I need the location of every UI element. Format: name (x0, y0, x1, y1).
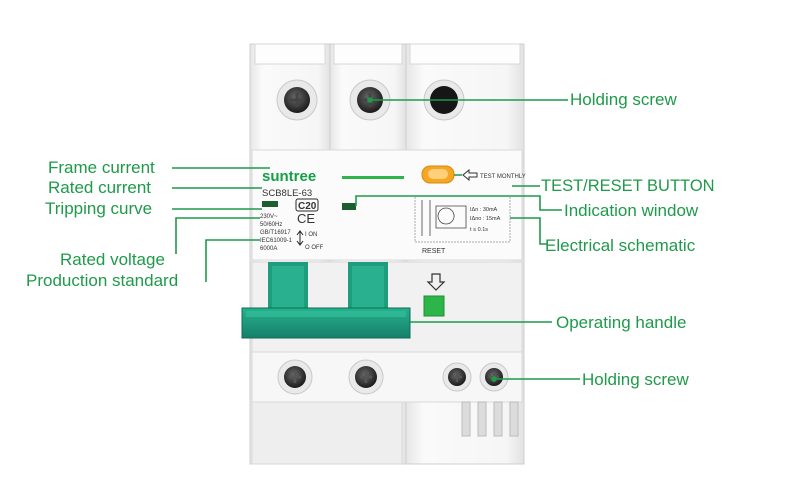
bottom-screw-2 (348, 359, 384, 395)
label-rated-voltage: Rated voltage (60, 250, 165, 269)
on-label: I ON (305, 232, 317, 238)
leader-electrical-schematic (510, 217, 548, 245)
leader-production-standard (205, 239, 260, 282)
label-indication-window: Indication window (564, 201, 699, 220)
schematic-line-1: IΔn : 30mA (470, 207, 498, 213)
down-arrow-icon (426, 273, 446, 291)
green-stripe (342, 176, 404, 179)
test-monthly-text: TEST MONTHLY (480, 174, 526, 180)
top-screw-1 (276, 79, 318, 121)
label-tripping-curve: Tripping curve (45, 199, 153, 218)
leader-lines (172, 97, 580, 382)
reset-label: RESET (422, 248, 446, 255)
ratings-line-3: GB/T16917 (260, 230, 291, 236)
label-test-reset-button: TEST/RESET BUTTON (541, 177, 715, 195)
model-text: SCB8LE-63 (262, 188, 312, 199)
ratings-line-2: 50/60Hz (260, 222, 282, 228)
label-electrical-schematic: Electrical schematic (545, 236, 696, 255)
test-arrow-icon (462, 168, 478, 182)
bottom-screw-1 (277, 359, 313, 395)
brand-text: suntree (262, 168, 316, 185)
label-rated-current: Rated current (48, 178, 151, 197)
rating-box (295, 198, 319, 212)
reset-indicator (423, 295, 445, 317)
label-operating-handle: Operating handle (556, 313, 687, 332)
leader-test-reset (454, 174, 540, 187)
test-reset-button[interactable] (421, 165, 455, 184)
schematic-line-3: t ≤ 0.1s (470, 227, 488, 233)
ratings-block: 230V~ 50/60Hz GB/T16917 IEC61009-1 6000A (260, 214, 293, 252)
ce-mark: CE (297, 211, 315, 226)
left-indication-window (342, 203, 356, 210)
leader-indication-window (355, 195, 562, 211)
tripping-curve-mark (262, 201, 278, 207)
label-holding-screw-bottom: Holding screw (582, 370, 689, 389)
ratings-line-5: 6000A (260, 246, 277, 252)
schematic-diagram: IΔn : 30mA IΔno : 15mA t ≤ 0.1s (414, 195, 511, 243)
ratings-line-1: 230V~ (260, 214, 278, 220)
rating-text: C20 (298, 201, 317, 212)
on-off-arrow-icon (296, 230, 304, 246)
off-label: O OFF (305, 245, 324, 251)
label-frame-current: Frame current (48, 158, 155, 177)
label-holding-screw-top: Holding screw (570, 90, 677, 109)
schematic-line-2: IΔno : 15mA (470, 216, 501, 222)
operating-handle[interactable] (241, 262, 411, 339)
label-production-standard: Production standard (26, 271, 179, 290)
leader-rated-voltage (175, 217, 260, 254)
ratings-line-4: IEC61009-1 (260, 238, 293, 244)
bottom-screw-3 (442, 362, 472, 392)
